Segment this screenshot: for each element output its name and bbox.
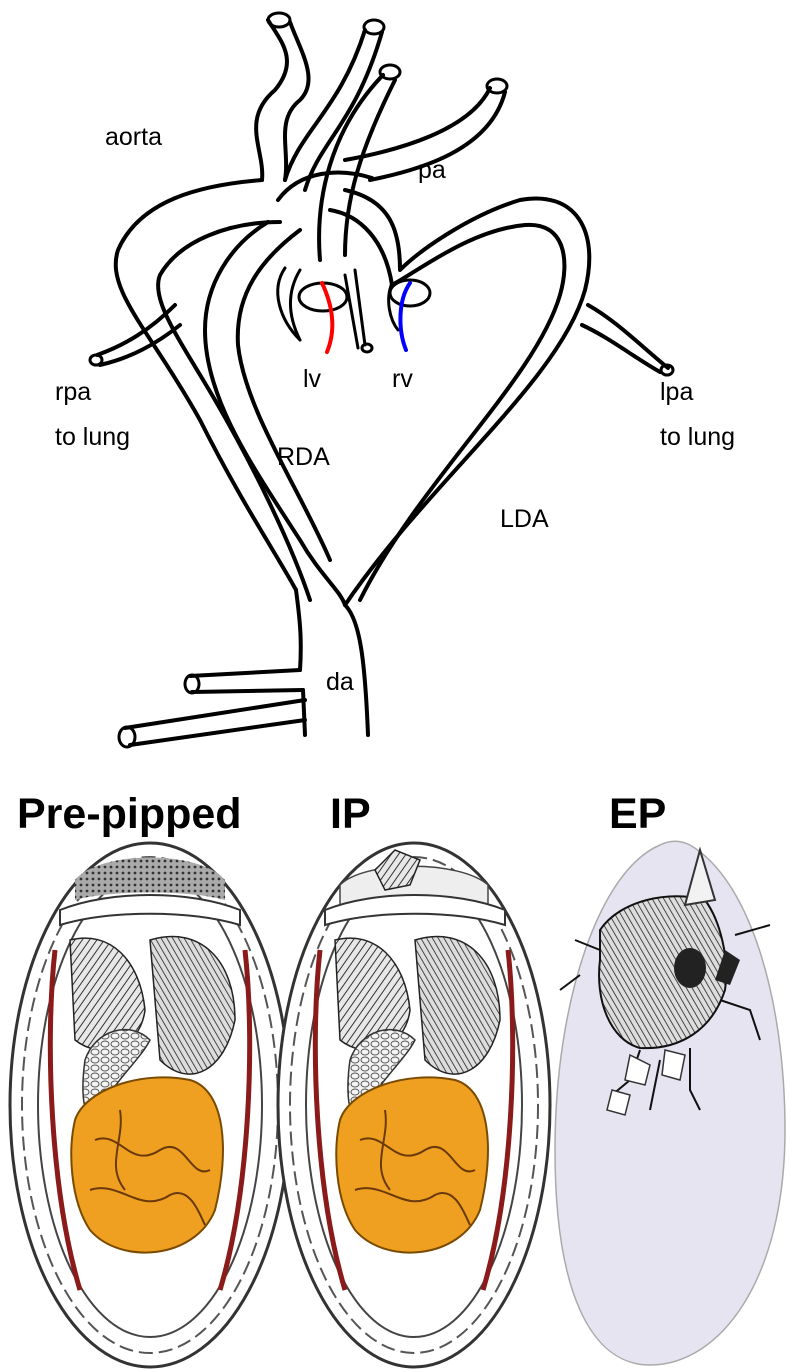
- rv-marker: [400, 283, 410, 350]
- da-vessel-left: [296, 590, 301, 670]
- yolk-sac: [336, 1077, 488, 1252]
- da-branch-upper: [190, 670, 300, 676]
- vessel-opening: [380, 65, 400, 79]
- vessel-opening: [268, 13, 290, 27]
- lda-vessel-inner: [330, 210, 564, 600]
- label-da: da: [326, 668, 354, 696]
- egg-ep: [555, 841, 785, 1365]
- da-vessel-left-2: [303, 690, 305, 735]
- vessel-opening: [661, 365, 673, 375]
- vessel-opening: [90, 355, 102, 365]
- title-ip: IP: [330, 790, 371, 838]
- egg-pre-pipped: [10, 843, 290, 1367]
- title-ep: EP: [609, 790, 666, 838]
- carotid-mid-inner: [305, 32, 382, 190]
- chick-eye: [674, 948, 706, 988]
- heart-vessel-diagram: aorta pa lv rv rpa to lung lpa to lung R…: [55, 13, 735, 747]
- label-lda: LDA: [500, 505, 549, 533]
- egg-ip: [278, 843, 550, 1367]
- label-lpa-sub: to lung: [660, 423, 735, 451]
- rv-wall: [389, 283, 398, 330]
- lpa-vessel-inner: [582, 325, 660, 372]
- carotid-left: [256, 20, 287, 180]
- label-aorta: aorta: [105, 123, 162, 151]
- label-rv: rv: [392, 365, 413, 393]
- vessel-opening: [119, 727, 135, 747]
- da-branch-upper-2: [192, 690, 303, 692]
- label-lpa: lpa: [660, 378, 693, 406]
- label-pa: pa: [418, 156, 446, 184]
- lv-marker: [322, 283, 332, 352]
- title-pre-pipped: Pre-pipped: [17, 790, 242, 838]
- vessel-opening: [362, 344, 372, 352]
- rpa-vessel-inner: [100, 325, 180, 365]
- yolk-sac: [71, 1077, 223, 1252]
- label-rpa: rpa: [55, 378, 91, 406]
- label-lv: lv: [303, 365, 322, 393]
- vessel-opening: [364, 20, 384, 34]
- aortic-arch-inner: [158, 222, 310, 600]
- label-rpa-sub: to lung: [55, 423, 130, 451]
- label-rda: RDA: [277, 443, 330, 471]
